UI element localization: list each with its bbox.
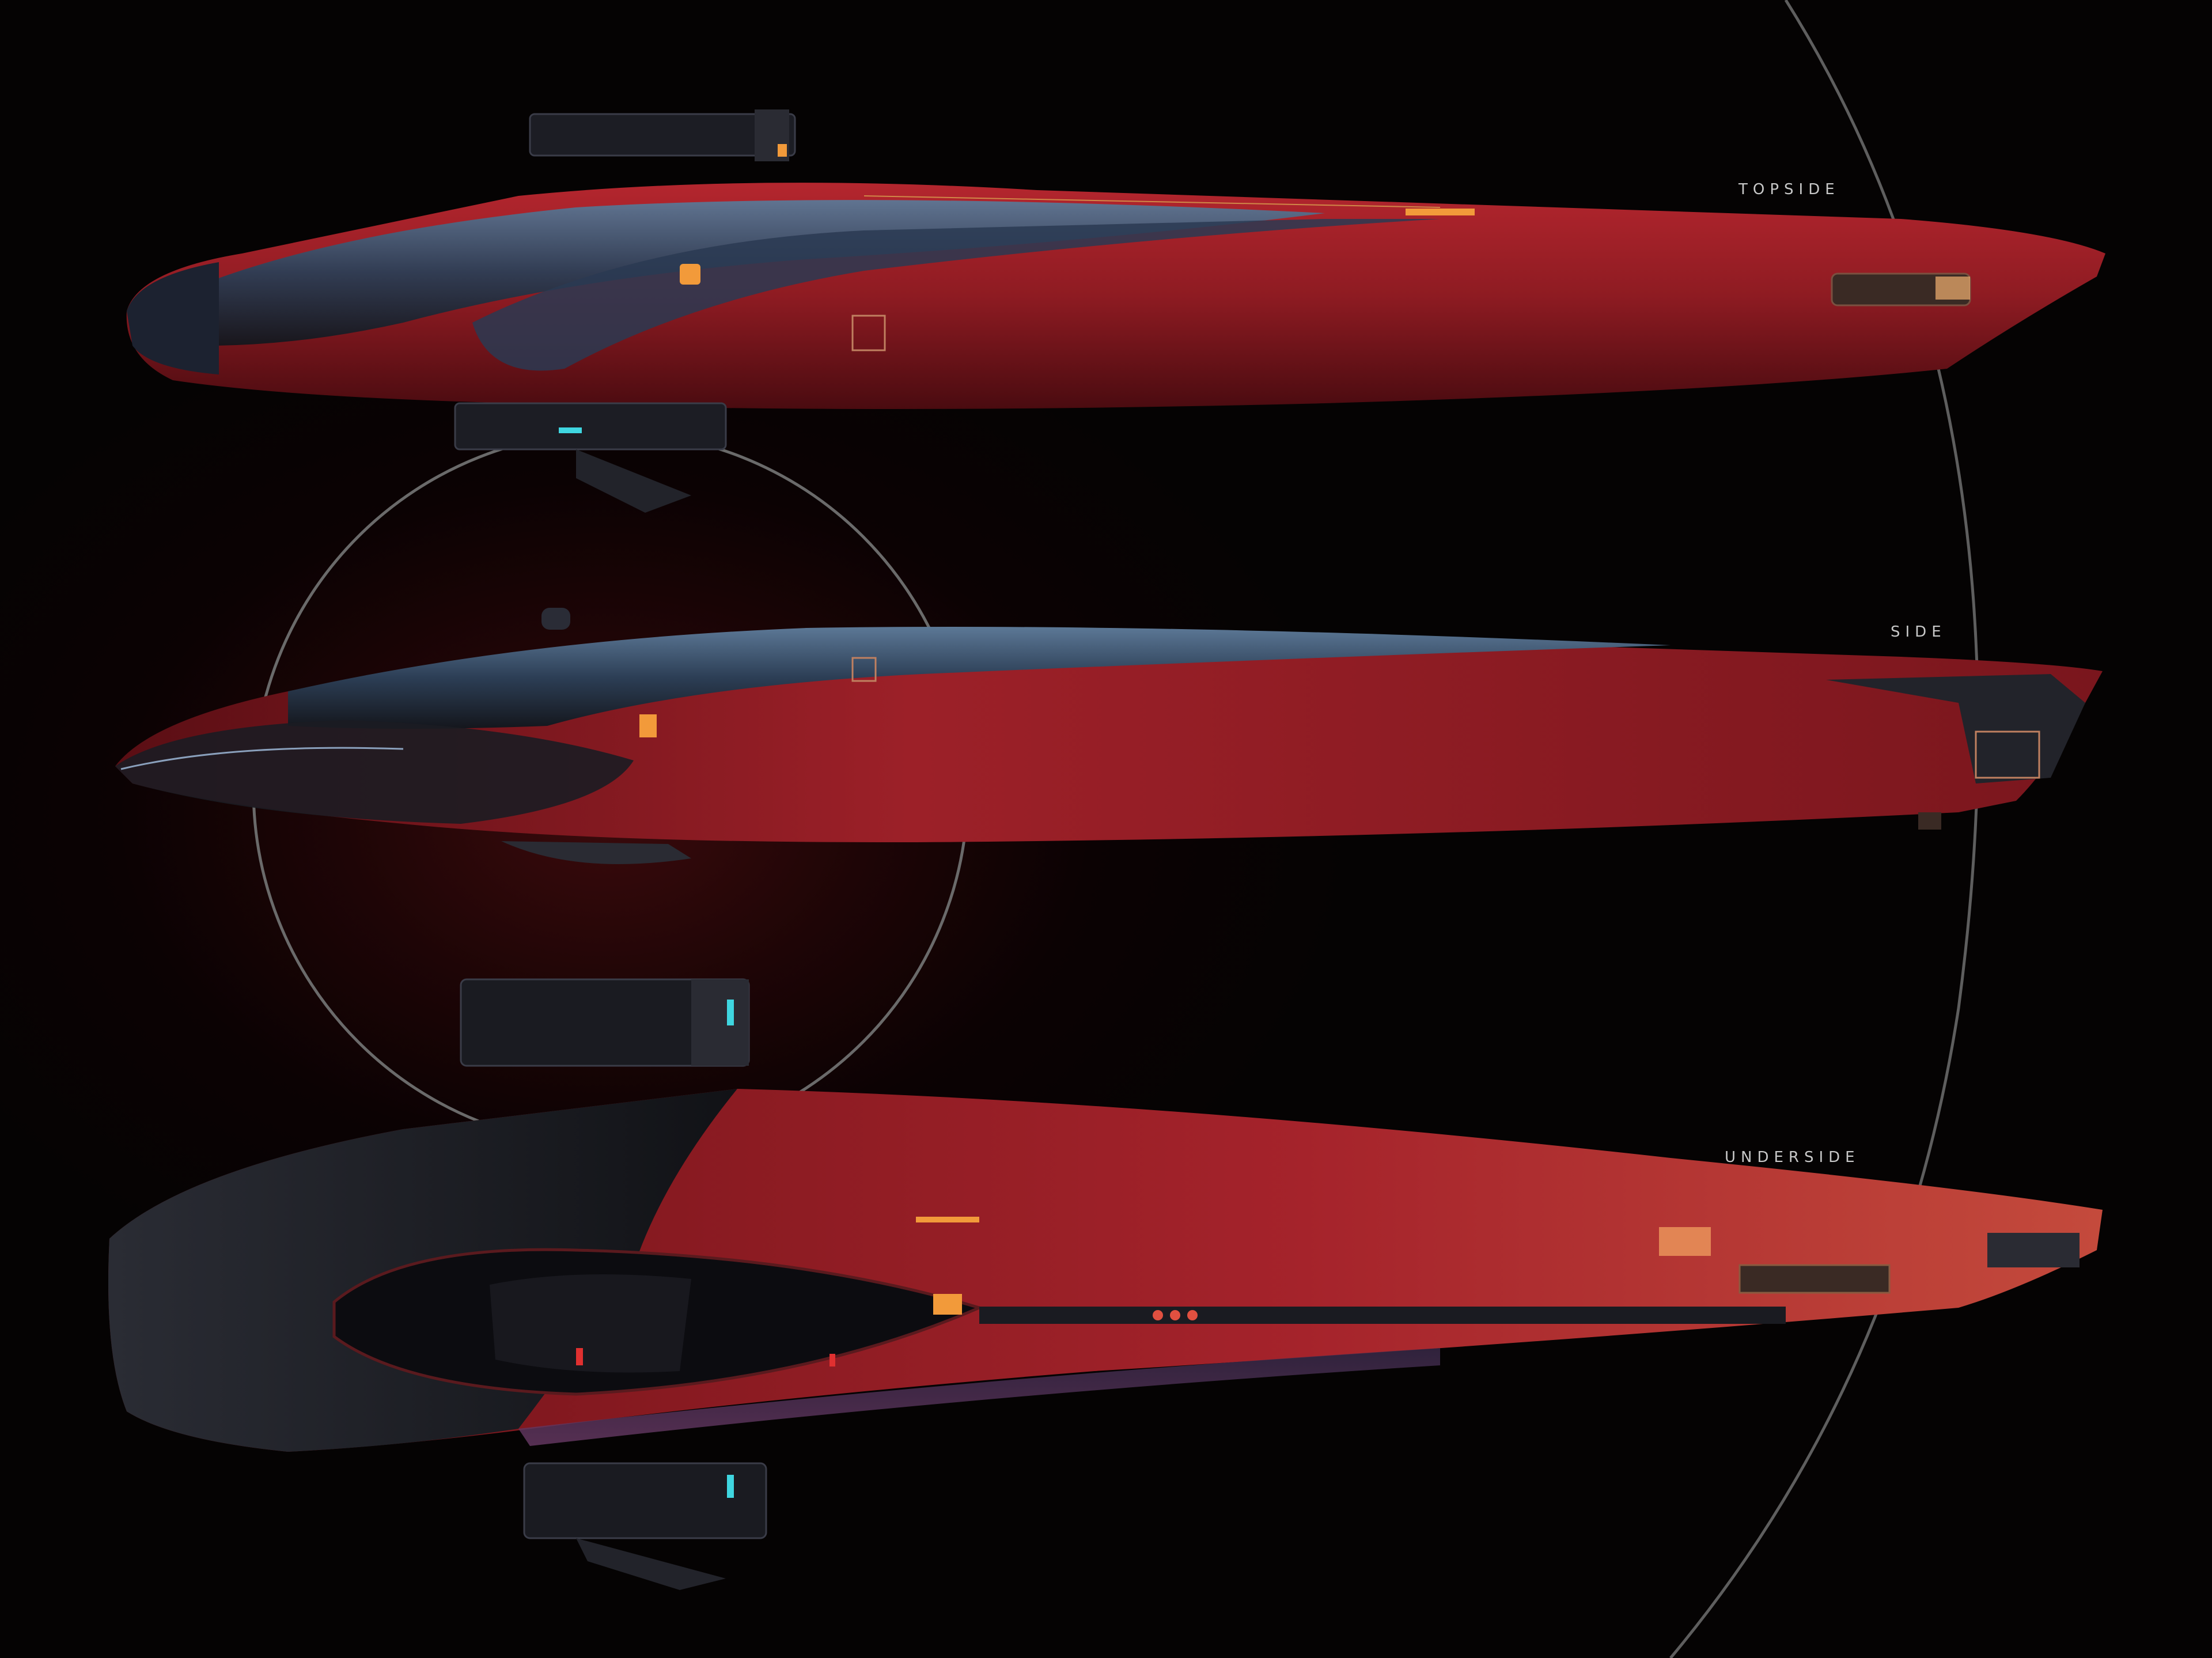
underside-lower-pod (523, 1462, 767, 1539)
side-ship (115, 608, 2103, 864)
underside-label: UNDERSIDE (1725, 1149, 1860, 1166)
topside-lower-pod (454, 402, 727, 451)
topside-ship (126, 109, 2106, 513)
side-label: SIDE (1891, 623, 1946, 641)
underside-ship (108, 978, 2103, 1590)
topside-upper-pod (529, 113, 796, 157)
topside-label: TOPSIDE (1738, 181, 1840, 198)
